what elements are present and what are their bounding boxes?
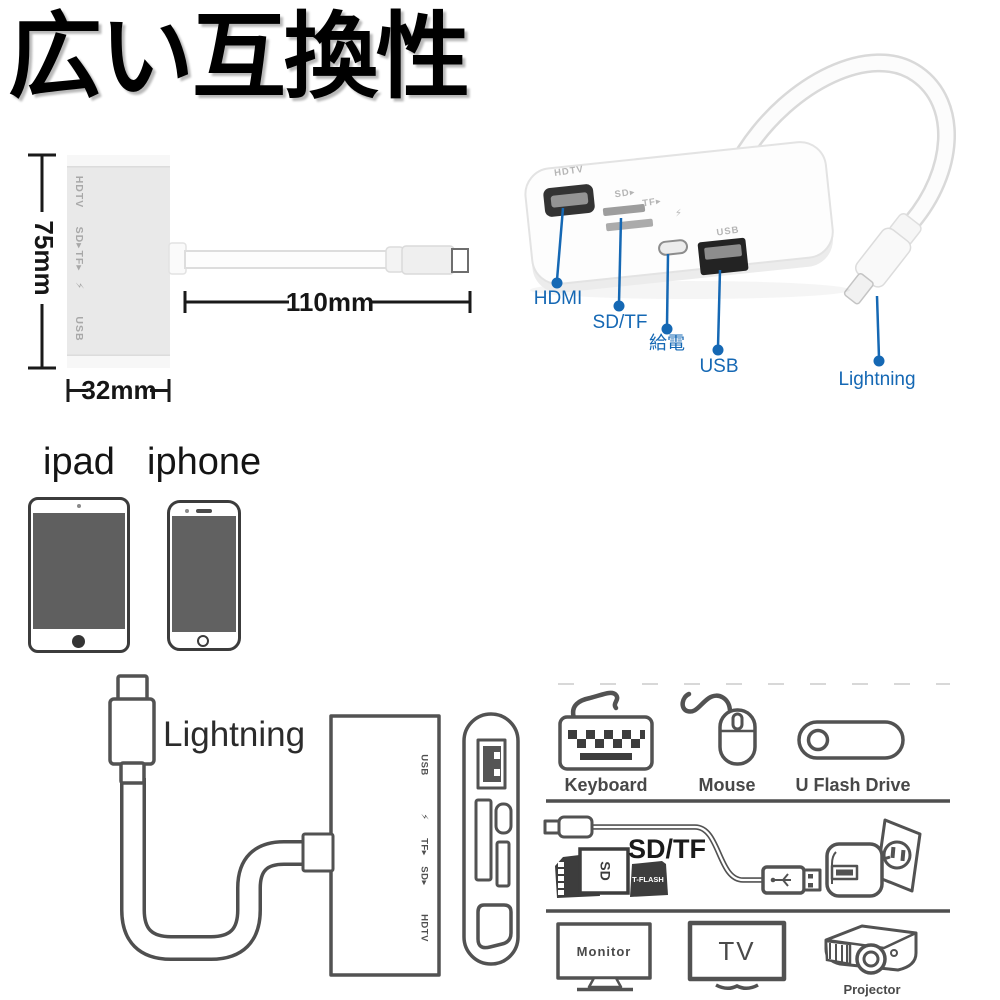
svg-text:⚡: ⚡ bbox=[675, 208, 684, 220]
lightning-connector bbox=[843, 213, 922, 305]
keyboard-label: Keyboard bbox=[564, 775, 647, 795]
keyboard-icon bbox=[558, 690, 654, 771]
svg-text:TF▸: TF▸ bbox=[642, 196, 663, 210]
tf-slot bbox=[605, 218, 654, 232]
usb-port bbox=[697, 237, 749, 276]
port-label-tf: TF▸ bbox=[73, 250, 85, 271]
cable-dimension bbox=[183, 291, 472, 313]
svg-text:⚡: ⚡ bbox=[418, 813, 429, 820]
lightning-charge-port bbox=[658, 239, 689, 256]
projector-label: Projector bbox=[843, 982, 900, 997]
usb-a-connector bbox=[761, 865, 822, 895]
flash-drive-icon bbox=[797, 720, 905, 760]
svg-text:TF▸: TF▸ bbox=[418, 838, 429, 856]
iphone-screen bbox=[172, 516, 236, 632]
front-tf-slot bbox=[495, 840, 511, 888]
connection-diagram: USB ⚡ TF▸ SD▸ HDTV Lightning bbox=[108, 674, 441, 977]
port-label-usb: USB bbox=[73, 316, 85, 341]
cable-dimension-label: 110mm bbox=[286, 287, 374, 317]
front-sd-slot bbox=[474, 798, 493, 882]
diagram-plug-stub bbox=[301, 832, 335, 873]
port-label-bolt: ⚡ bbox=[73, 282, 85, 290]
svg-text:SD▸: SD▸ bbox=[614, 187, 636, 201]
page-title: 広い互換性 bbox=[8, 3, 470, 112]
iphone-home-button bbox=[197, 635, 209, 647]
iphone-label: iphone bbox=[147, 441, 262, 483]
iphone-speaker-icon bbox=[196, 509, 212, 513]
svg-text:SD▸: SD▸ bbox=[418, 866, 429, 885]
ipad-screen bbox=[33, 513, 125, 629]
ipad-camera-icon bbox=[77, 504, 81, 508]
sd-card-icon: SD bbox=[555, 847, 630, 898]
callout-dots bbox=[551, 277, 885, 367]
port-label-sd: SD▸ bbox=[73, 227, 85, 250]
diagram-lightning-plug bbox=[108, 674, 156, 785]
flash-drive-label: U Flash Drive bbox=[795, 775, 910, 795]
tv-icon: TV bbox=[687, 920, 787, 990]
sdtf-title: SD/TF bbox=[628, 834, 706, 864]
front-lightning-port bbox=[494, 802, 513, 835]
wall-charger-icon bbox=[825, 818, 922, 898]
ipad-icon bbox=[28, 497, 130, 653]
peripherals-panel: Keyboard Mouse U Flash Drive bbox=[543, 683, 950, 997]
svg-text:USB: USB bbox=[716, 224, 740, 238]
mouse-label: Mouse bbox=[698, 775, 755, 795]
cable-and-plug bbox=[168, 242, 469, 275]
width-dimension bbox=[66, 379, 171, 402]
svg-text:USB: USB bbox=[418, 754, 429, 776]
height-dimension-label: 75mm bbox=[29, 220, 59, 295]
monitor-icon: Monitor bbox=[556, 922, 652, 992]
callout-usb: USB bbox=[699, 356, 738, 377]
right-product-figure: HDTV SD▸ TF▸ ⚡ USB HDMI SD/TF 給電 USB Lig… bbox=[524, 53, 956, 390]
ipad-home-button bbox=[72, 635, 85, 648]
front-usb-port bbox=[476, 738, 507, 790]
adapter-cable bbox=[735, 53, 956, 232]
projector-icon: Projector bbox=[824, 924, 918, 997]
diagram-lightning-label: Lightning bbox=[163, 715, 305, 754]
lightning-tip bbox=[451, 248, 469, 273]
hdmi-port bbox=[543, 184, 595, 217]
front-hdmi-port bbox=[476, 903, 513, 950]
callout-sdtf: SD/TF bbox=[593, 312, 648, 333]
svg-text:HDTV: HDTV bbox=[554, 164, 585, 179]
svg-text:HDTV: HDTV bbox=[418, 914, 429, 942]
iphone-camera-icon bbox=[185, 509, 189, 513]
port-label-hdtv: HDTV bbox=[73, 176, 85, 209]
ports-front-view bbox=[462, 712, 520, 966]
width-dimension-label: 32mm bbox=[81, 375, 156, 405]
callout-lightning: Lightning bbox=[838, 369, 915, 390]
iphone-icon bbox=[167, 500, 241, 651]
mouse-icon bbox=[680, 691, 757, 766]
height-dimension bbox=[28, 153, 56, 370]
callout-power: 給電 bbox=[649, 333, 685, 354]
tf-card-text: T-FLASH bbox=[632, 875, 664, 884]
sd-card-text: SD bbox=[597, 861, 613, 880]
monitor-label: Monitor bbox=[577, 944, 632, 959]
tf-card-icon: T-FLASH bbox=[630, 861, 668, 897]
body-labels: HDTV SD▸ TF▸ ⚡ USB bbox=[554, 164, 741, 239]
callout-hdmi: HDMI bbox=[534, 288, 583, 309]
micro-usb-connector bbox=[543, 815, 594, 839]
callouts bbox=[555, 207, 881, 359]
adapter-body-side bbox=[67, 155, 170, 368]
sd-slot bbox=[602, 204, 646, 216]
left-product-figure: 75mm HDTV SD▸ TF▸ ⚡ USB bbox=[28, 153, 472, 405]
adapter-body-port-labels: HDTV SD▸ TF▸ ⚡ USB bbox=[73, 176, 85, 342]
charging-cable bbox=[591, 824, 763, 883]
tv-label: TV bbox=[718, 936, 755, 966]
diagram-port-labels: USB ⚡ TF▸ SD▸ HDTV bbox=[418, 754, 429, 942]
diagram-cable bbox=[120, 778, 310, 961]
adapter-body-front bbox=[524, 141, 834, 293]
ipad-label: ipad bbox=[43, 441, 115, 483]
